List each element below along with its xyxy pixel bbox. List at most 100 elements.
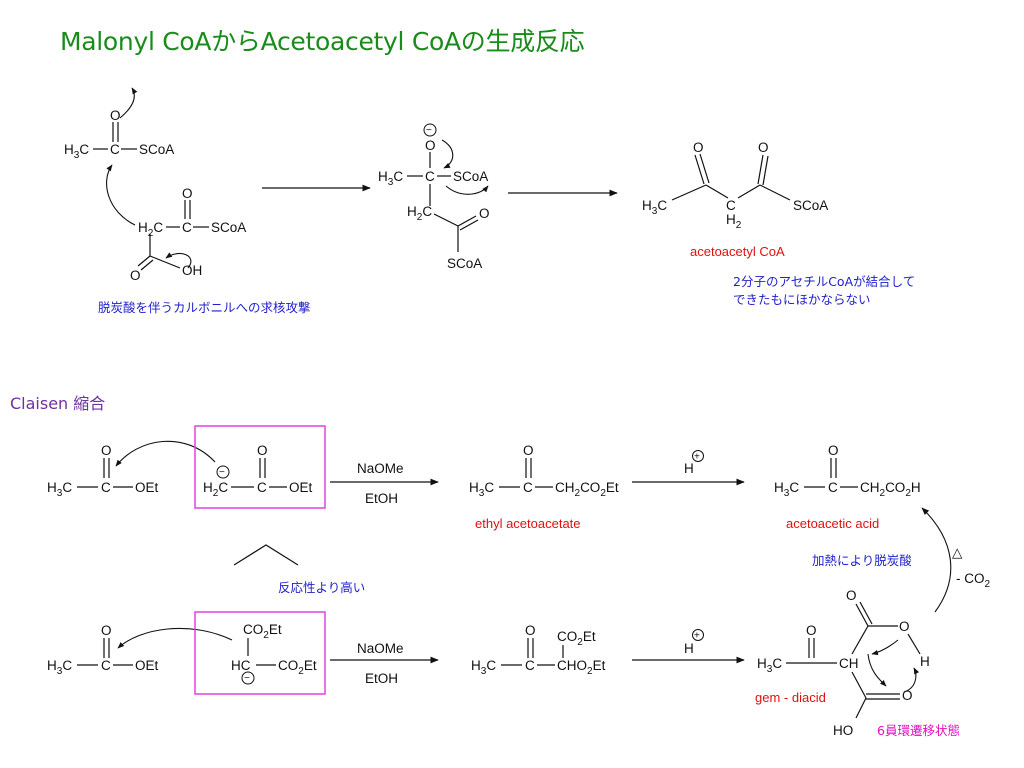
- atom-h3c: H3C: [64, 142, 89, 161]
- single-bond: [851, 671, 867, 699]
- positive-charge-icon: [692, 450, 704, 462]
- atom-c: C: [182, 220, 192, 235]
- double-bond: [459, 219, 479, 231]
- molecule-ethyl-acetoacetate: O H3C C CH2CO2Et: [469, 443, 619, 499]
- charge-plus: +: [694, 452, 700, 463]
- atom-ch: CH: [839, 656, 859, 671]
- single-bond: [671, 184, 707, 201]
- atom-o: O: [425, 138, 436, 153]
- curved-arrow: [117, 627, 233, 649]
- label-ethyl-acetoacetate: ethyl acetoacetate: [475, 516, 581, 531]
- atom-c: C: [110, 142, 120, 157]
- double-bond: [694, 154, 705, 185]
- atom-c: C: [101, 658, 111, 673]
- atom-o: O: [257, 443, 268, 458]
- reagent-h-plus: H: [684, 461, 694, 476]
- atom-h3c: H3C: [47, 658, 72, 677]
- molecule-acetyl-coa: O H3C C SCoA: [64, 87, 174, 161]
- curved-arrow: [903, 667, 920, 693]
- curved-arrow: [115, 440, 216, 467]
- reagent-etoh: EtOH: [365, 491, 398, 506]
- atom-o: O: [899, 619, 910, 634]
- atom-h3c: H3C: [774, 480, 799, 499]
- double-bond: [137, 255, 151, 267]
- atom-scoa: SCoA: [447, 256, 482, 271]
- single-bond: [855, 697, 867, 719]
- negative-charge-icon: [241, 671, 255, 685]
- curved-arrow: [106, 164, 136, 226]
- charge-minus: −: [426, 125, 432, 136]
- note-heat-decarboxylation: 加熱により脱炭酸: [812, 553, 912, 568]
- single-bond: [433, 213, 459, 227]
- atom-scoa: SCoA: [793, 198, 828, 213]
- molecule-acetoacetic-acid: O H3C C CH2CO2H: [774, 443, 921, 499]
- atom-c: C: [726, 198, 736, 213]
- atom-oet: OEt: [135, 658, 159, 673]
- atom-o: O: [758, 140, 769, 155]
- molecule-ethyl-acetate-2: O H3C C OEt: [47, 623, 233, 677]
- single-bond: [737, 184, 761, 199]
- double-bond: [457, 215, 477, 227]
- reagent-naome: NaOMe: [357, 461, 404, 476]
- atom-c: C: [525, 658, 535, 673]
- atom-oet: OEt: [289, 480, 313, 495]
- molecule-acetoacetyl-coa: O O H3C C H2 SCoA: [642, 140, 828, 231]
- atom-o: O: [130, 268, 141, 283]
- note-reactivity: 反応性より高い: [278, 580, 366, 595]
- atom-o: O: [693, 140, 704, 155]
- atom-h: H: [920, 654, 930, 669]
- note-decarboxylative-attack: 脱炭酸を伴うカルボニルへの求核攻撃: [98, 300, 311, 315]
- single-bond: [705, 184, 729, 199]
- double-bond: [699, 153, 710, 184]
- zigzag-line: [233, 544, 299, 566]
- curved-arrow: [165, 252, 192, 269]
- single-bond: [149, 255, 181, 269]
- curved-arrow: [871, 639, 899, 656]
- single-bond: [907, 633, 921, 655]
- atom-c: C: [257, 480, 267, 495]
- double-bond: [757, 154, 764, 185]
- reagent-naome: NaOMe: [357, 641, 404, 656]
- atom-o: O: [525, 623, 536, 638]
- atom-scoa: SCoA: [139, 142, 174, 157]
- atom-h3c: H3C: [47, 480, 72, 499]
- atom-co2et: CO2Et: [557, 629, 596, 648]
- molecule-malonate-enolate: CO2Et HC − CO2Et: [231, 622, 317, 685]
- atom-o: O: [828, 443, 839, 458]
- atom-h2c: H2C: [138, 220, 163, 239]
- single-bond: [759, 184, 791, 201]
- atom-ho: HO: [833, 723, 853, 738]
- atom-ch2co2h: CH2CO2H: [860, 480, 921, 499]
- atom-c: C: [523, 480, 533, 495]
- atom-h2: H2: [726, 212, 742, 231]
- atom-o: O: [902, 688, 913, 703]
- label-six-membered-ts: 6員環遷移状態: [877, 723, 960, 738]
- curved-arrow: [867, 653, 887, 687]
- atom-o: O: [806, 623, 817, 638]
- atom-h2c: H2C: [203, 480, 228, 499]
- molecule-gem-diacid: O H3C CH O O H O HO: [757, 588, 930, 738]
- atom-h3c: H3C: [642, 198, 667, 217]
- atom-o: O: [182, 186, 193, 201]
- charge-plus: +: [694, 631, 700, 642]
- single-bond: [851, 625, 869, 655]
- atom-h3c: H3C: [471, 658, 496, 677]
- atom-oet: OEt: [135, 480, 159, 495]
- note-acetyl-line-1: 2分子のアセチルCoAが結合して: [733, 274, 916, 289]
- atom-o: O: [479, 206, 490, 221]
- charge-minus: −: [244, 673, 250, 684]
- atom-c: C: [828, 480, 838, 495]
- atom-h3c: H3C: [378, 169, 403, 188]
- atom-co2et: CO2Et: [243, 622, 282, 641]
- note-acetyl-line-2: できたもにほかならない: [733, 292, 871, 307]
- atom-hc: HC: [231, 658, 251, 673]
- atom-o: O: [101, 623, 112, 638]
- molecule-malonyl-coa: H2C C O SCoA O OH: [106, 164, 246, 283]
- negative-charge-icon: [216, 465, 230, 479]
- molecule-enolate: − H2C O C OEt: [203, 443, 313, 499]
- atom-cho2et: CHO2Et: [557, 658, 606, 677]
- double-bond: [855, 603, 869, 627]
- malonate-highlight-box: [194, 611, 326, 695]
- curved-arrow: [441, 139, 454, 169]
